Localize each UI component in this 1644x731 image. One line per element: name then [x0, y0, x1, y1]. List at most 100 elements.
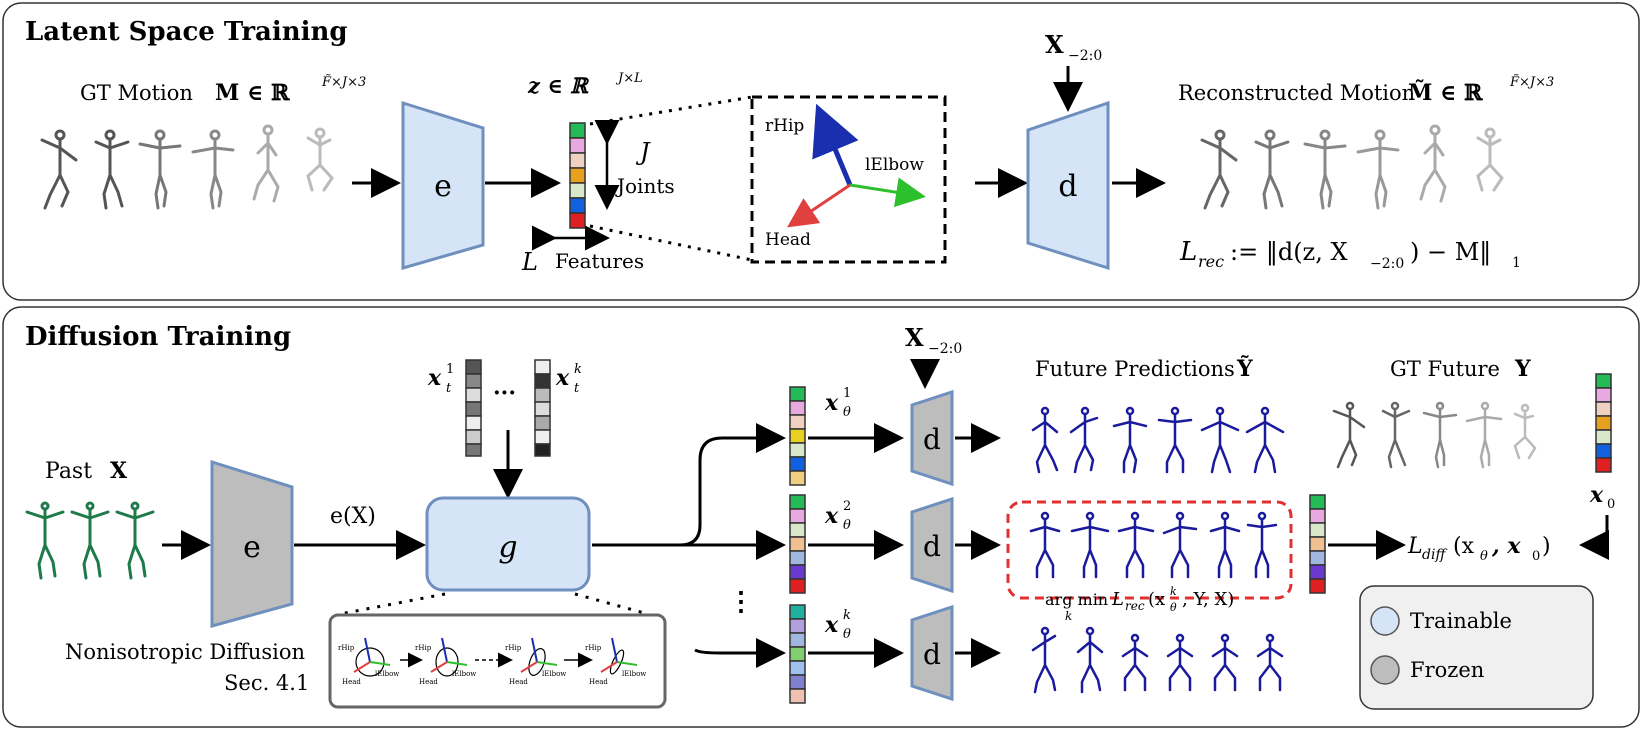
joints-label: Joints — [615, 174, 675, 198]
skeleton-figure — [1069, 406, 1099, 474]
nonisotropic-inset: rHip lElbow Head rHip lElbow Head rHip — [328, 613, 667, 709]
skeleton-figure — [94, 129, 130, 210]
skeleton-figure — [1029, 511, 1061, 579]
decoder-frozen-label: d — [923, 638, 941, 671]
loss-norm: 1 — [1512, 255, 1521, 271]
skeleton-figure — [1031, 406, 1059, 474]
ldiff-args-sub: θ — [1480, 549, 1488, 564]
skeleton-figure — [1031, 626, 1057, 694]
vdots: ⋮ — [728, 587, 754, 617]
svg-text:1: 1 — [843, 386, 851, 401]
loss-l: L — [1179, 237, 1197, 267]
inset-step: rHip lElbow Head — [415, 637, 476, 686]
svg-text:θ: θ — [843, 627, 851, 642]
head-label: Head — [765, 230, 811, 250]
pred-vector-k — [789, 604, 806, 704]
skeleton-figure — [1381, 401, 1411, 469]
skeleton-figure — [1166, 633, 1194, 692]
svg-text:k: k — [843, 608, 851, 623]
inset-lelbow: lElbow — [542, 670, 566, 678]
noise-1-sub: t — [446, 381, 452, 396]
rhip-label: rHip — [765, 116, 804, 136]
selected-vector — [1309, 494, 1326, 594]
skeleton-figure — [1256, 633, 1284, 692]
decoder-trainable: d — [1026, 100, 1110, 271]
loss-sub2: −2:0 — [1370, 256, 1404, 272]
svg-text:θ: θ — [843, 405, 851, 420]
diffusion-loss: L diff (x θ , x 0 ) — [1407, 533, 1551, 564]
skeleton-figure — [1070, 511, 1110, 579]
skeleton-figure — [1121, 633, 1149, 692]
skeleton-figure — [25, 501, 65, 580]
diffusion-panel: Diffusion Training Past X e e(X) — [2, 306, 1640, 728]
pred-label-2: x 2 θ — [824, 499, 851, 533]
x0-arrow — [1579, 515, 1609, 560]
skeleton-figure — [1332, 401, 1366, 469]
argmin-args-sub: θ — [1170, 601, 1177, 614]
lelbow-label: lElbow — [865, 155, 924, 175]
gt-future-math: Y — [1514, 356, 1531, 382]
latent-space-panel: Latent Space Training GT Motion M ∈ ℝ F̃… — [2, 2, 1640, 301]
latent-vector — [569, 122, 586, 229]
gt-motion-math: M ∈ ℝ — [215, 80, 290, 106]
skeleton-figure — [1303, 129, 1347, 210]
reconstructed-skeletons — [1200, 124, 1504, 210]
loss-rest: := ‖d(z, X — [1230, 238, 1348, 267]
inset-step: rHip lElbow Head — [505, 637, 566, 686]
lelbow-arrow — [849, 177, 926, 208]
skeleton-figure — [1211, 633, 1239, 692]
section-ref: Sec. 4.1 — [224, 671, 309, 695]
decoder-frozen-k: d — [910, 604, 954, 702]
gt-motion-label: GT Motion — [80, 81, 193, 105]
gt-motion-skeletons — [40, 124, 334, 210]
argmin-l: L — [1111, 589, 1124, 610]
inset-rhip: rHip — [338, 644, 355, 652]
noise-1-x: x — [427, 365, 442, 391]
legend-trainable-label: Trainable — [1410, 609, 1512, 633]
svg-text:x: x — [824, 612, 839, 638]
cond-x-bottom: X — [905, 323, 924, 352]
cond-sub-bottom: −2:0 — [928, 341, 962, 357]
g-label: g — [498, 530, 517, 565]
nonisotropic-label: Nonisotropic Diffusion — [65, 640, 305, 664]
skeleton-figure — [1246, 511, 1278, 579]
zoom-line — [574, 592, 649, 616]
ldiff-close: ) — [1542, 534, 1551, 559]
cond-sub-top: −2:0 — [1068, 48, 1102, 64]
cond-x-top: X — [1045, 30, 1064, 59]
skeleton-figure — [70, 501, 110, 580]
future-row-k — [1031, 626, 1284, 694]
encoder-frozen: e — [210, 459, 294, 628]
encoder-frozen-label: e — [243, 530, 261, 565]
zoom-line — [339, 592, 446, 616]
svg-text:x: x — [824, 503, 839, 529]
head-arrow — [787, 183, 851, 228]
z-math: z ∈ ℝ — [527, 73, 590, 98]
argmin-args-sup: k — [1170, 585, 1177, 598]
branch-arrow-k — [694, 638, 786, 668]
inset-step: rHip lElbow Head — [338, 637, 399, 686]
legend-trainable-swatch — [1370, 606, 1400, 636]
x0-label: x 0 — [1589, 482, 1615, 512]
svg-text:θ: θ — [843, 518, 851, 533]
ldiff-args-sub2: 0 — [1532, 549, 1540, 564]
argmin-label: arg min k L rec (x k θ , Y, X) — [1045, 585, 1234, 623]
inset-lelbow: lElbow — [452, 670, 476, 678]
zoom-line — [589, 224, 753, 262]
skeleton-figure — [40, 129, 78, 210]
future-row-2 — [1029, 511, 1278, 579]
encoder-label: e — [434, 169, 452, 204]
pred-label-1: x 1 θ — [824, 386, 851, 420]
gt-motion-sup: F̃×J×3 — [321, 74, 366, 90]
skeleton-figure — [1245, 406, 1285, 474]
decoder-frozen-label: d — [923, 530, 941, 563]
noise-vector-k — [534, 359, 551, 457]
reconstruction-loss: L rec := ‖d(z, X −2:0 ) − M‖ 1 — [1179, 237, 1521, 272]
svg-text:x: x — [824, 390, 839, 416]
noise-vector-1 — [465, 359, 482, 457]
argmin-k: k — [1065, 609, 1072, 623]
inset-lelbow: lElbow — [622, 670, 646, 678]
gt-future-label: GT Future — [1390, 357, 1500, 381]
legend-frozen-swatch — [1370, 655, 1400, 685]
skeleton-figure — [1465, 401, 1503, 469]
